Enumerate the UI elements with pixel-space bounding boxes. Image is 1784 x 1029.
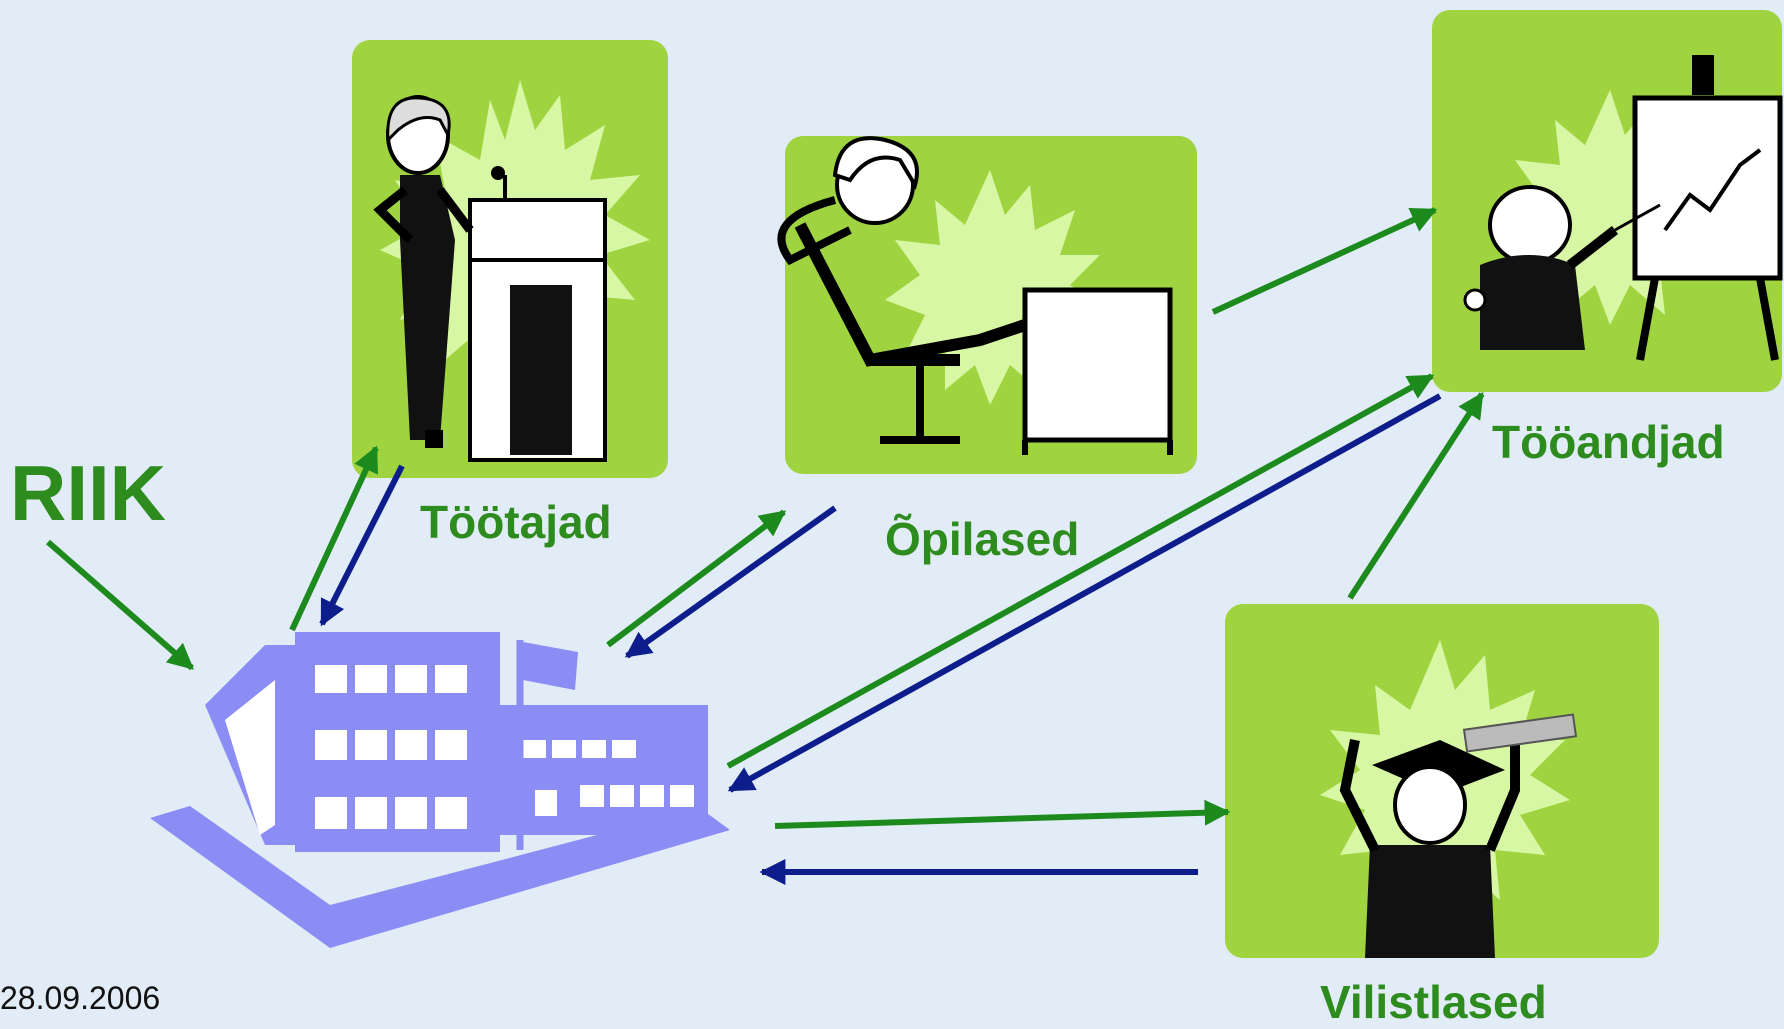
businessman-icon	[1463, 185, 1661, 350]
card-opilased	[777, 136, 1197, 474]
arrow-riik-to-school	[46, 539, 194, 671]
card-tooandjad	[1432, 10, 1783, 392]
arrow-school-to-tooandjad	[726, 373, 1435, 769]
arrow-opilased-to-tooandjad	[1211, 207, 1438, 315]
school-building-icon	[150, 632, 730, 948]
desk-icon	[1022, 287, 1173, 455]
card-vilistlased	[1225, 604, 1659, 958]
arrow-opilased-to-school	[624, 505, 837, 659]
arrow-school-to-opilased	[606, 509, 787, 648]
riik-label: RIIK	[10, 449, 166, 537]
presentation-board-icon	[1632, 55, 1783, 361]
arrow-school-to-tootajad	[289, 445, 379, 632]
tootajad-label: Töötajad	[420, 496, 612, 548]
tooandjad-label: Tööandjad	[1492, 416, 1725, 468]
arrow-school-to-vilistlased	[774, 799, 1231, 829]
date-footer: 28.09.2006	[0, 980, 161, 1016]
opilased-label: Õpilased	[885, 513, 1080, 565]
arrow-tooandjad-to-school	[727, 393, 1442, 793]
graduate-icon	[1339, 713, 1578, 958]
podium-icon	[468, 166, 607, 462]
arrows-layer	[46, 207, 1485, 885]
vilistlased-label: Vilistlased	[1320, 976, 1547, 1028]
speaker-woman-icon	[373, 95, 474, 448]
card-tootajad	[352, 40, 668, 478]
arrow-tootajad-to-school	[319, 464, 405, 627]
arrow-vilistlased-to-tooandjad	[1347, 391, 1485, 600]
